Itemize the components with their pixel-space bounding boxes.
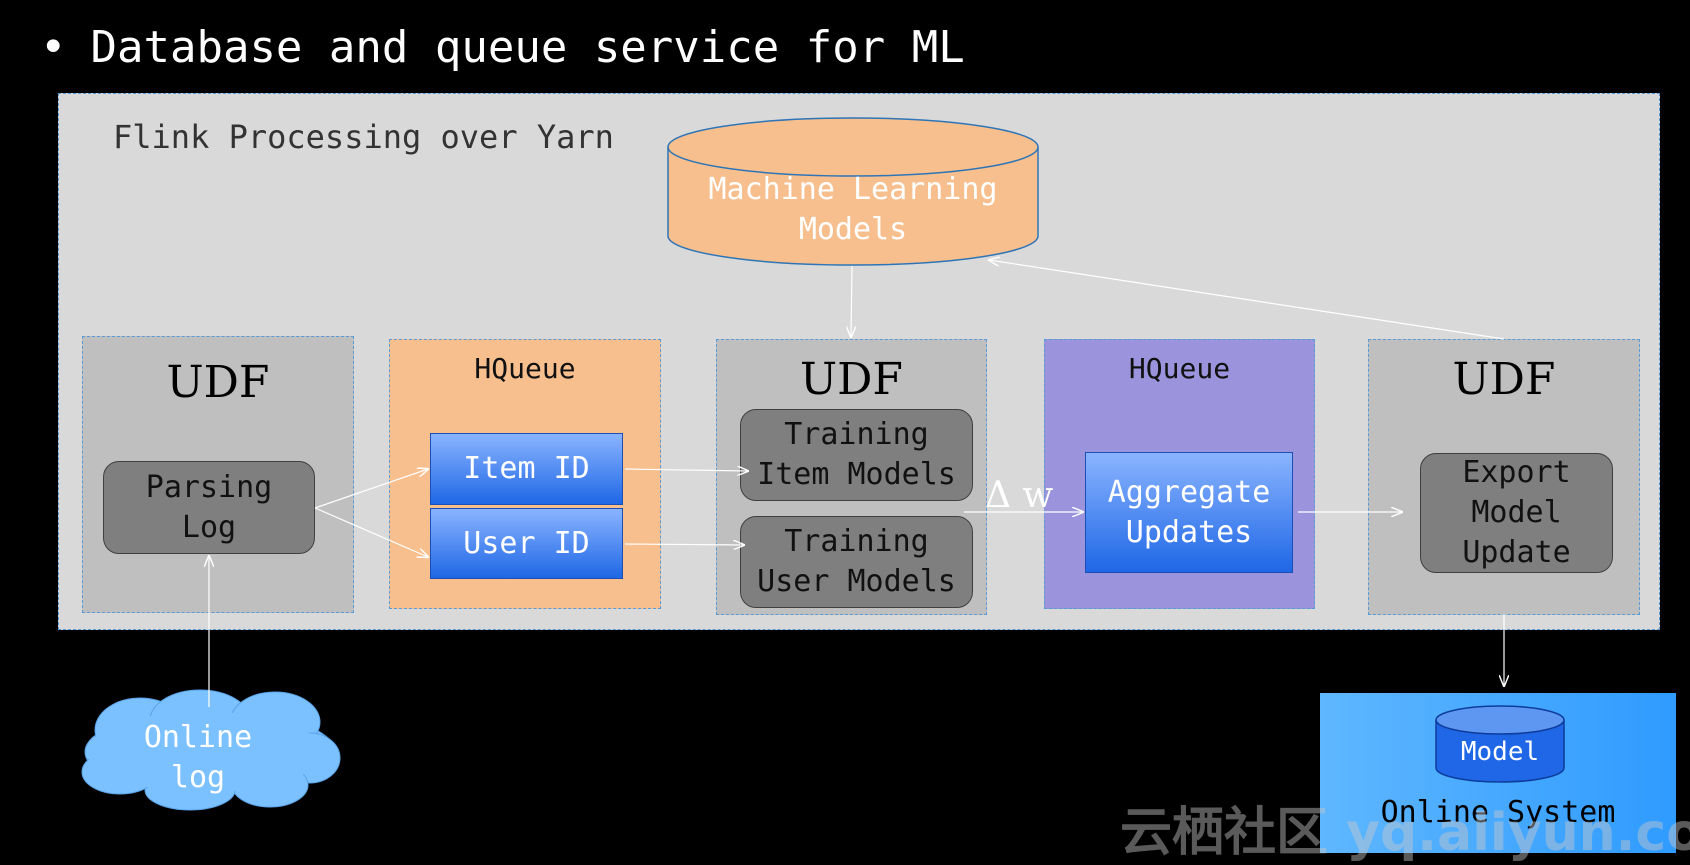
udf-title: UDF (1452, 354, 1556, 405)
training-user-models-box: Training User Models (740, 516, 973, 608)
slide-title-text: Database and queue service for ML (90, 22, 965, 73)
udf-title: UDF (166, 357, 270, 408)
udf-title: UDF (800, 354, 903, 405)
ml-models-label: Machine Learning Models (708, 172, 998, 247)
online-log-label: Online log (143, 720, 253, 795)
item-id-box: Item ID (430, 433, 623, 505)
delta-w-label: Δ w (985, 475, 1054, 516)
online-system-label: Online System (1380, 795, 1616, 830)
hqueue-title: HQueue (474, 352, 576, 385)
bullet-icon: • (40, 22, 67, 73)
parsing-log-box: Parsing Log (103, 461, 315, 554)
watermark: 云栖社区 yq.aliyun.com (1120, 803, 1690, 863)
training-item-models-box: Training Item Models (740, 409, 973, 501)
model-label: Model (1460, 737, 1540, 767)
container-label: Flink Processing over Yarn (113, 118, 614, 156)
aggregate-updates-box: Aggregate Updates (1085, 452, 1293, 573)
slide-title: • Database and queue service for ML (40, 22, 965, 73)
user-id-box: User ID (430, 508, 623, 579)
hqueue-title: HQueue (1128, 352, 1231, 385)
export-model-update-box: Export Model Update (1420, 453, 1613, 573)
